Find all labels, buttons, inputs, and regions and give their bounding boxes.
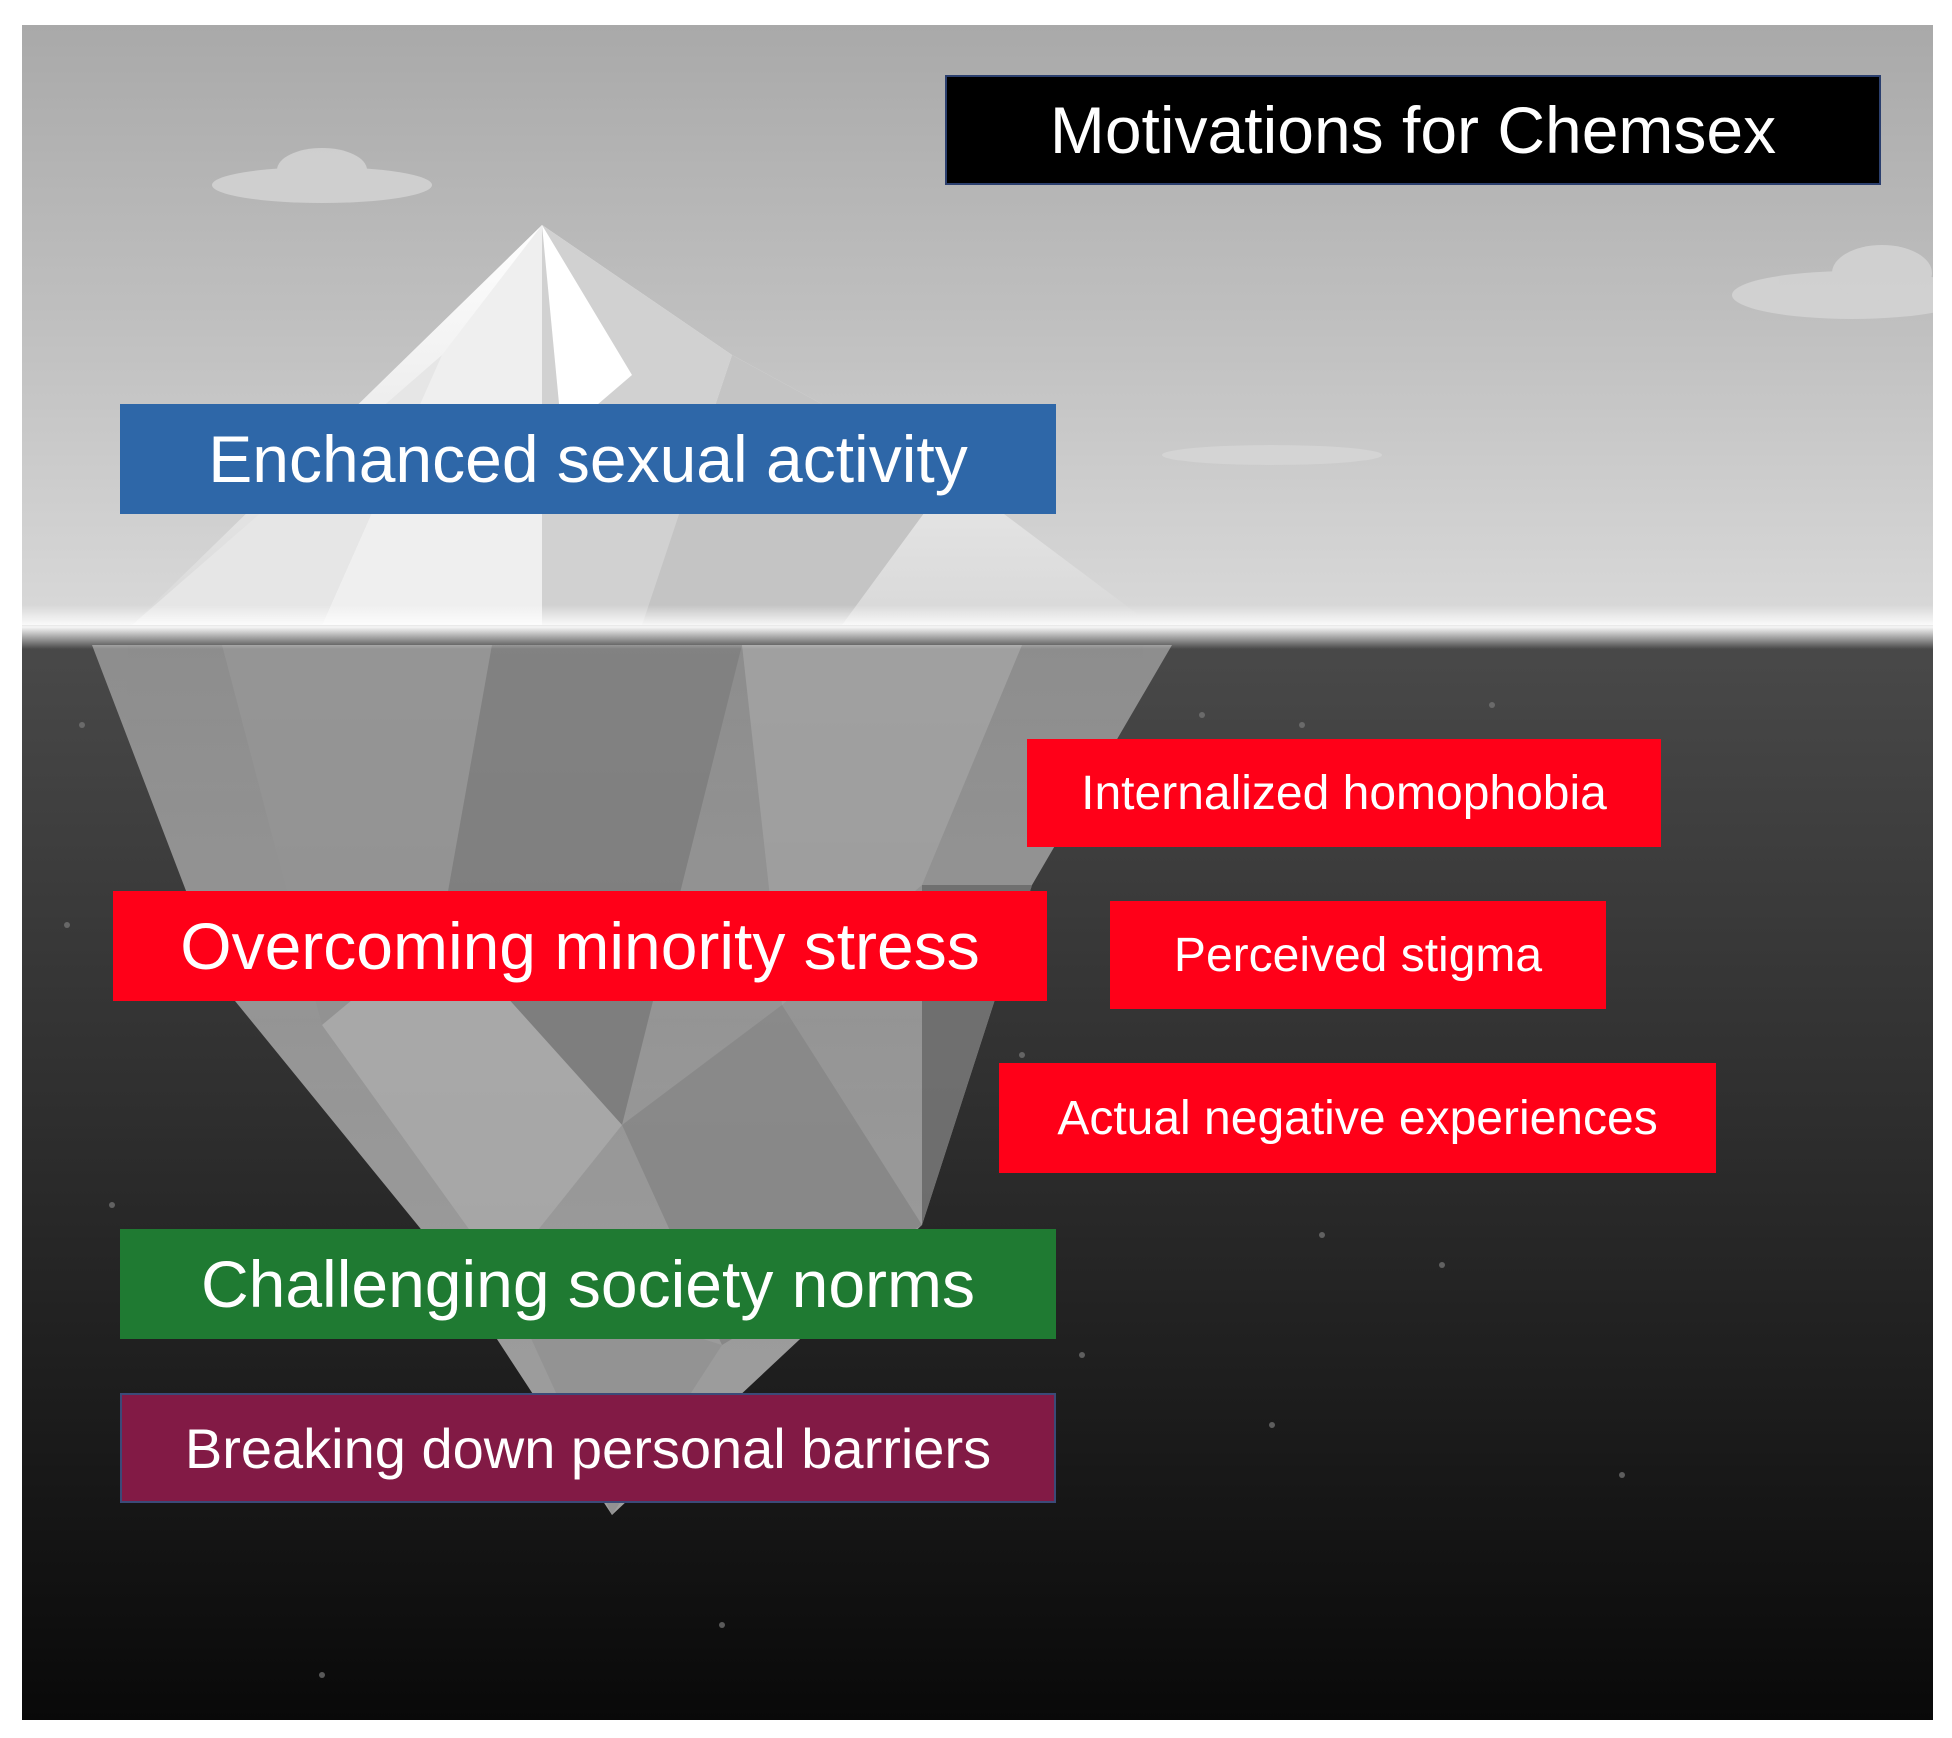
perceived-stigma-box: Perceived stigma [1110,901,1606,1009]
cloud-shapes [212,148,1933,465]
breaking-down-personal-barriers-box: Breaking down personal barriers [120,1393,1056,1503]
bubble-dots [64,702,1625,1678]
challenging-society-norms-box: Challenging society norms [120,1229,1056,1339]
actual-negative-experiences-box: Actual negative experiences [999,1063,1716,1173]
enhanced-sexual-activity-box: Enchanced sexual activity [120,404,1056,514]
overcoming-minority-stress-box: Overcoming minority stress [113,891,1047,1001]
diagram-title: Motivations for Chemsex [945,75,1881,185]
internalized-homophobia-box: Internalized homophobia [1027,739,1661,847]
iceberg-diagram: Motivations for Chemsex Enchanced sexual… [22,25,1933,1720]
